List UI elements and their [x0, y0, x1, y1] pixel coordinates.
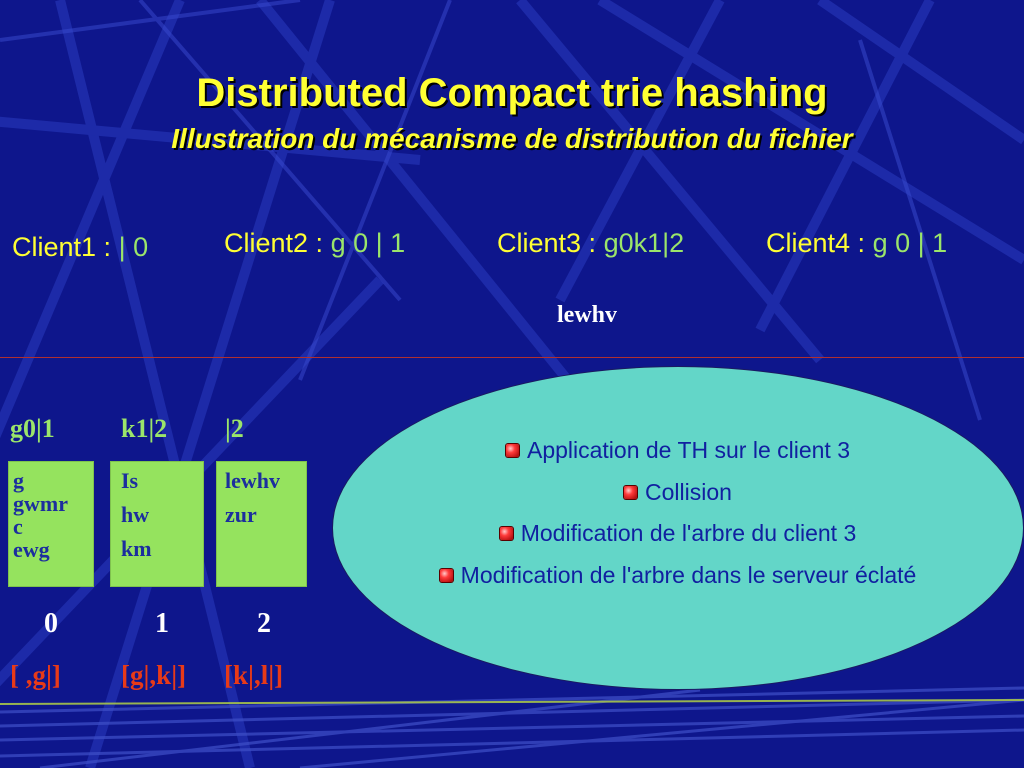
bucket-key: g: [13, 468, 24, 493]
bullet-icon: [505, 444, 519, 457]
note-text: Modification de l'arbre du client 3: [520, 520, 857, 546]
note-item: Collision: [345, 472, 1011, 514]
bucket-0-range: [ ,g|]: [10, 660, 61, 690]
client-3-image: Client3 : g0k1|2: [497, 228, 684, 259]
note-text: Collision: [645, 478, 732, 505]
bullet-icon: [439, 568, 453, 582]
bucket-0-label: g0|1: [10, 414, 55, 443]
bucket-1: Is hw km: [110, 461, 204, 587]
client-4-value: g 0 | 1: [872, 228, 948, 258]
client-1-value: | 0: [118, 232, 149, 262]
bucket-key: lewhv: [225, 468, 280, 493]
client-4-image: Client4 : g 0 | 1: [766, 228, 947, 259]
bucket-1-number: 1: [155, 608, 169, 639]
client-2-label: Client2 :: [224, 228, 331, 258]
note-text: Modification de l'arbre dans le serveur …: [460, 561, 917, 588]
client-2-value: g 0 | 1: [330, 228, 406, 258]
note-text: Application de TH sur le client 3: [526, 437, 851, 463]
divider-line: [0, 357, 1024, 358]
bullet-icon: [499, 527, 513, 540]
client-1-image: Client1 : | 0: [12, 232, 148, 263]
client-1-label: Client1 :: [12, 232, 119, 262]
notes-ellipse: [332, 366, 1024, 690]
note-item: Application de TH sur le client 3: [345, 430, 1011, 472]
bucket-0-number: 0: [44, 608, 58, 639]
client-3-label: Client3 :: [497, 228, 604, 258]
bucket-key: c: [13, 514, 23, 539]
inserted-key: lewhv: [557, 302, 617, 328]
bucket-2-number: 2: [257, 608, 271, 639]
bucket-key: zur: [225, 502, 257, 527]
note-item: Modification de l'arbre dans le serveur …: [345, 555, 1011, 597]
bucket-1-range: [g|,k|]: [121, 660, 187, 690]
bucket-2-label: |2: [225, 414, 244, 443]
bullet-icon: [624, 485, 638, 499]
note-item: Modification de l'arbre du client 3: [345, 513, 1011, 555]
bucket-key: km: [121, 536, 152, 561]
client-2-image: Client2 : g 0 | 1: [224, 228, 405, 259]
bucket-key: hw: [121, 502, 150, 527]
notes-list: Application de TH sur le client 3 Collis…: [345, 430, 1011, 596]
client-4-label: Client4 :: [766, 228, 873, 258]
bucket-1-label: k1|2: [121, 414, 168, 443]
client-3-value: g0k1|2: [603, 228, 685, 258]
bucket-key: ewg: [13, 537, 50, 562]
bucket-key: Is: [121, 468, 139, 493]
bucket-0: g gwmr c ewg: [8, 461, 94, 587]
slide-subtitle: Illustration du mécanisme de distributio…: [171, 123, 853, 154]
slide-title: Distributed Compact trie hashing: [196, 71, 828, 115]
bucket-key: gwmr: [13, 491, 68, 516]
bucket-2-range: [k|,l|]: [224, 660, 284, 690]
bucket-2: lewhv zur: [216, 461, 307, 587]
